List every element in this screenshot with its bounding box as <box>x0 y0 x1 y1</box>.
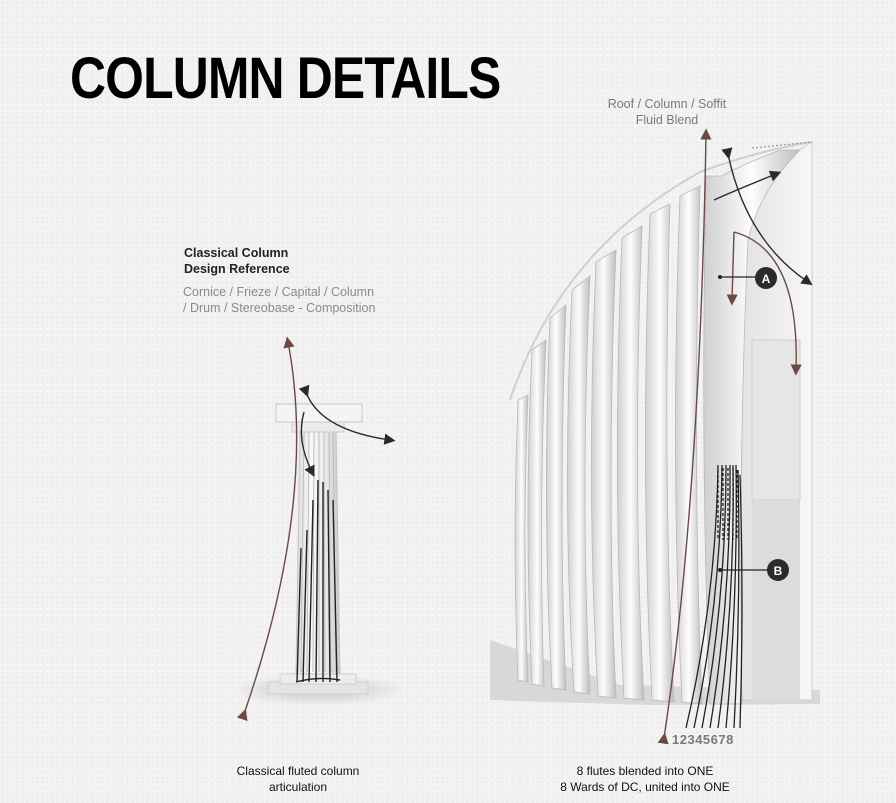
callout-b: B <box>718 559 789 581</box>
reference-subtext: Cornice / Frieze / Capital / Column / Dr… <box>183 285 376 315</box>
fluid-facade <box>490 128 820 745</box>
callout-a-label: A <box>762 272 771 286</box>
fluid-blend-label: Roof / Column / Soffit Fluid Blend <box>607 97 727 127</box>
callout-a: A <box>718 267 777 289</box>
page-title: COLUMN DETAILS <box>70 46 501 111</box>
classical-column <box>230 336 406 722</box>
flute-numbers: 12345678 <box>672 732 734 747</box>
caption-fluid: 8 flutes blended into ONE 8 Wards of DC,… <box>560 764 730 794</box>
caption-classical: Classical fluted column articulation <box>236 764 360 794</box>
reference-heading: Classical Column Design Reference <box>184 246 290 276</box>
callout-b-label: B <box>774 564 783 578</box>
